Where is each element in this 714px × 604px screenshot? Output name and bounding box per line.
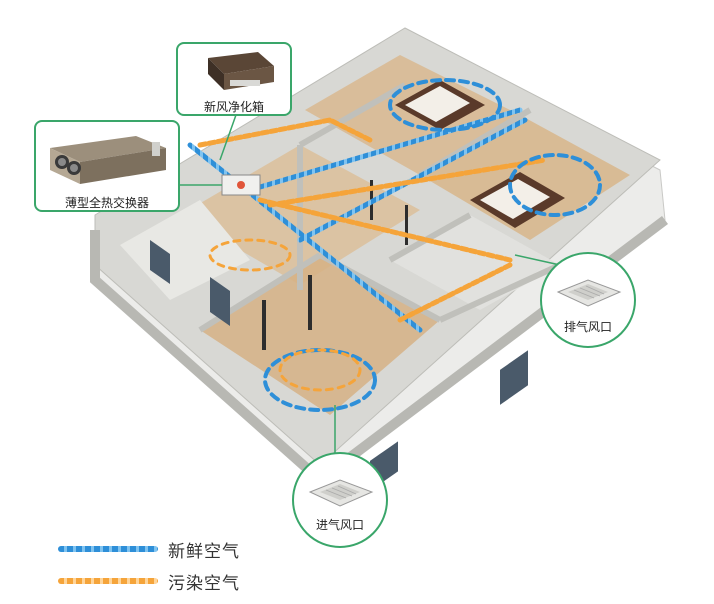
exhaust-vent-callout: 排气风口: [540, 252, 636, 348]
legend-fresh-air-swatch: [58, 546, 158, 552]
heat-exchanger-callout: 薄型全热交换器: [34, 120, 180, 212]
fresh-air-box-callout: 新风净化箱: [176, 42, 292, 116]
legend-polluted-air: 污染空气: [58, 570, 240, 594]
airflow-swirls: [208, 78, 602, 412]
legend-polluted-air-label: 污染空气: [168, 573, 240, 594]
bed-1-sheet: [405, 86, 470, 122]
exhaust-vent-label: 排气风口: [563, 320, 612, 334]
callout-leaders: [180, 97, 561, 455]
intake-vent-icon: [308, 479, 374, 507]
heat-exchanger-icon: [50, 136, 166, 184]
exhaust-vent-icon: [556, 279, 622, 307]
legend-fresh-air: 新鲜空气: [58, 538, 240, 562]
heat-exchanger-label: 薄型全热交换器: [64, 196, 149, 210]
fresh-air-box-label: 新风净化箱: [203, 100, 264, 114]
intake-vent-callout: 进气风口: [292, 452, 388, 548]
legend-fresh-air-label: 新鲜空气: [168, 541, 240, 562]
fresh-air-box-icon: [208, 52, 274, 90]
legend-polluted-air-swatch: [58, 578, 158, 584]
polluted-air-ducts: [197, 117, 548, 323]
floor-stairs: [120, 200, 250, 300]
intake-vent-label: 进气风口: [315, 518, 364, 532]
